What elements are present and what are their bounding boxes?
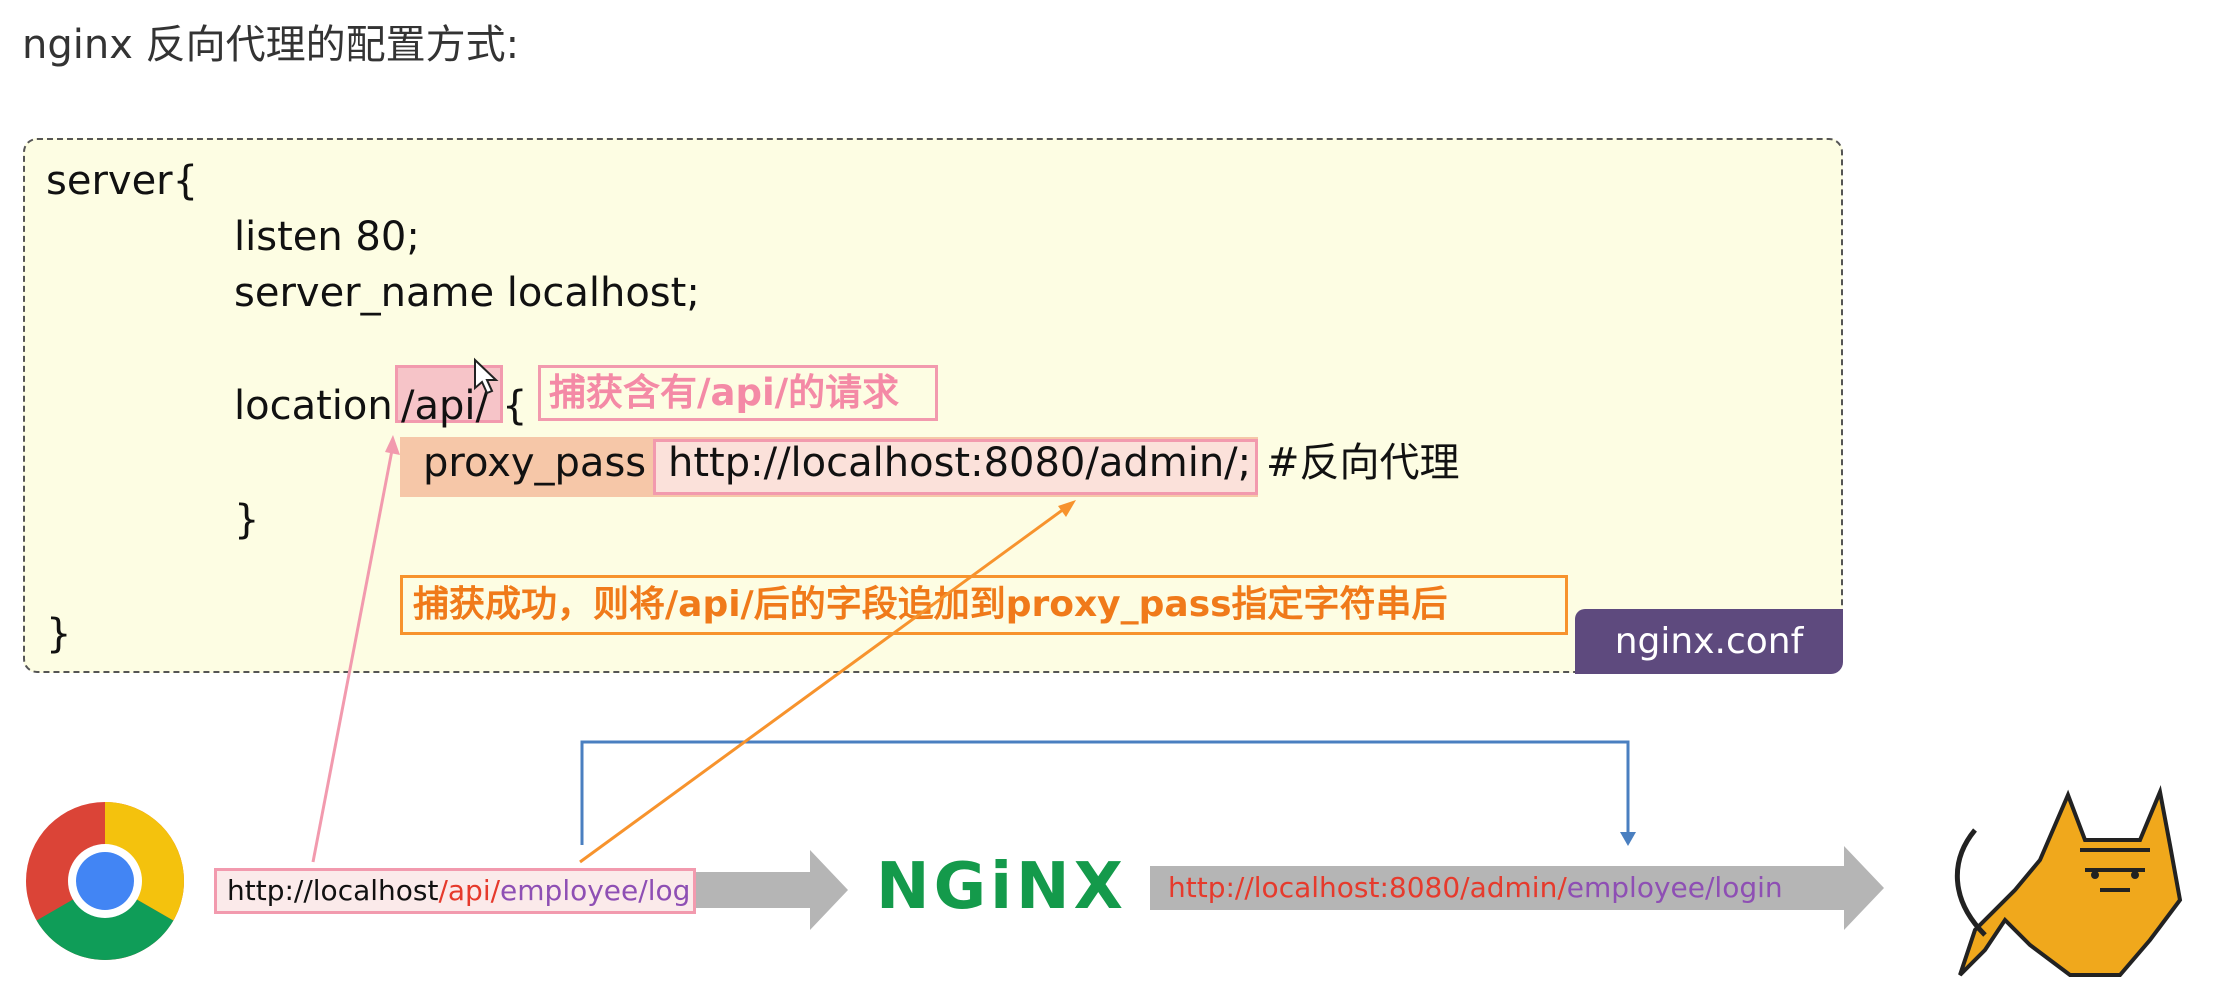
request-url-path: employee/login xyxy=(500,874,696,907)
request-url-api: /api/ xyxy=(438,874,500,907)
pink-match-arrow xyxy=(313,435,400,862)
forward-url: http://localhost:8080/admin/employee/log… xyxy=(1168,868,1783,908)
forward-url-prefix: http://localhost:8080/admin/ xyxy=(1168,871,1567,904)
request-url-prefix: http://localhost xyxy=(227,874,438,907)
mouse-cursor-icon xyxy=(475,360,496,393)
tomcat-logo-icon xyxy=(1912,788,2214,988)
request-arrow xyxy=(690,850,848,930)
nginx-forward-connector xyxy=(582,742,1636,846)
orange-append-arrow xyxy=(580,500,1076,862)
request-url-box: http://localhost/api/employee/login xyxy=(214,868,696,914)
nginx-logo: NGiNX xyxy=(876,850,1127,924)
chrome-logo-icon xyxy=(26,802,184,960)
forward-url-path: employee/login xyxy=(1567,871,1783,904)
